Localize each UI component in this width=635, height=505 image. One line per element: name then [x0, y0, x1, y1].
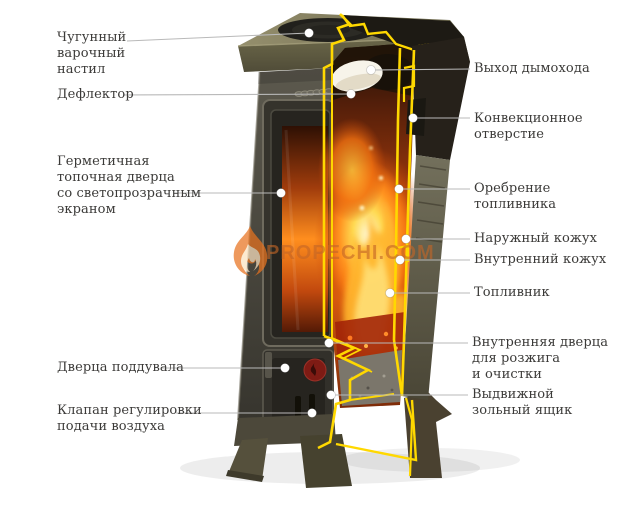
door-handle: [265, 352, 272, 378]
label-deflector: Дефлектор: [57, 87, 134, 102]
label-outer-casing: Наружный кожух: [474, 231, 598, 246]
label-firebox: Топливник: [474, 285, 550, 300]
callout-lines: [123, 32, 471, 414]
label-convection-hole: Конвекционное отверстие: [474, 111, 583, 142]
label-firebox-ribbing: Оребрение топливника: [474, 181, 557, 212]
label-inner-door: Внутренняя дверца для розжига и очистки: [472, 335, 609, 382]
label-air-valve: Клапан регулировки подачи воздуха: [57, 403, 202, 434]
label-chimney-outlet: Выход дымохода: [474, 61, 590, 76]
flame-logo-icon: [233, 226, 268, 276]
callout-dots: [276, 28, 418, 418]
label-inner-casing: Внутренний кожух: [474, 252, 607, 267]
label-ash-drawer: Выдвижной зольный ящик: [472, 387, 573, 418]
firebox-door: [262, 99, 335, 347]
label-firebox-door: Герметичная топочная дверца со светопроз…: [57, 154, 202, 217]
brand-emblem: [303, 358, 327, 382]
label-cooking-plate: Чугунный варочный настил: [57, 30, 127, 77]
label-ash-door: Дверца поддувала: [57, 360, 184, 375]
cutaway-outline: [317, 13, 418, 477]
